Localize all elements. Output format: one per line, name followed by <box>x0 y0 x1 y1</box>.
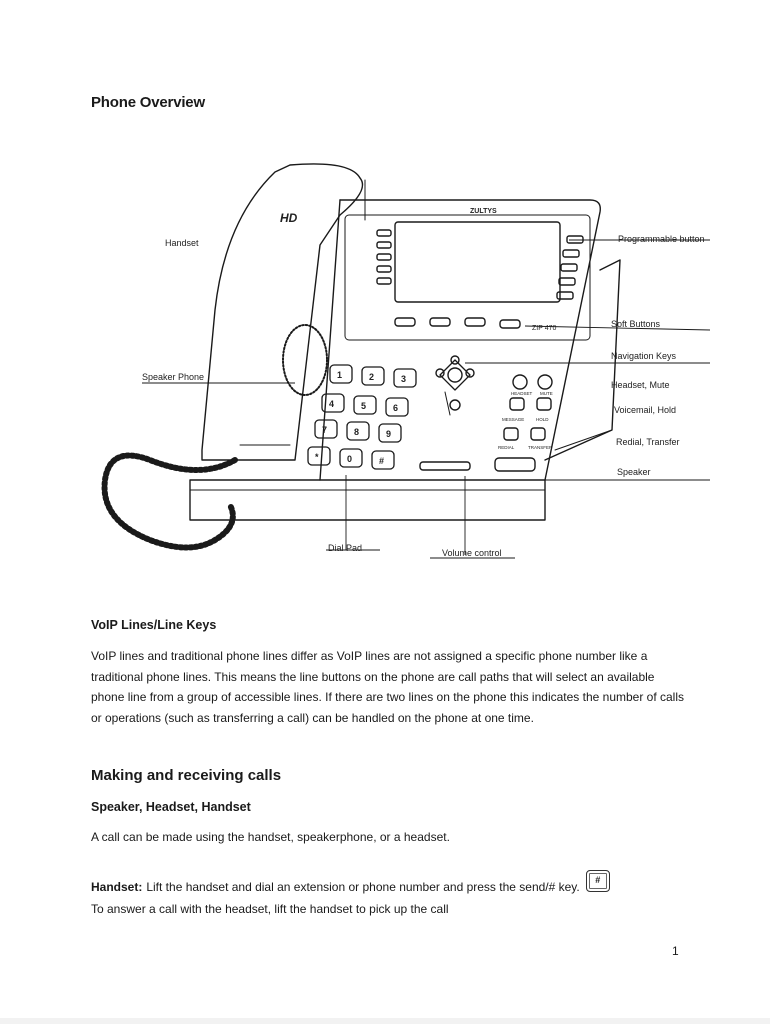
message-key-label: MESSAGE <box>502 417 524 422</box>
label-dial-pad: Dial Pad <box>328 543 362 553</box>
page-number: 1 <box>672 944 679 958</box>
dialpad-key-2: 2 <box>369 372 374 382</box>
handset-instruction-label: Handset: <box>91 880 143 894</box>
label-redial-transfer: Redial, Transfer <box>616 437 680 447</box>
send-key-icon: # <box>585 870 610 892</box>
headset-key-label: HEADSET <box>511 391 533 396</box>
dialpad-key-3: 3 <box>401 374 406 384</box>
label-speaker-phone: Speaker Phone <box>142 372 204 382</box>
hd-badge: HD <box>280 211 298 225</box>
label-programmable-button: Programmable button <box>618 234 705 244</box>
dialpad-key-5: 5 <box>361 401 366 411</box>
label-soft-buttons: Soft Buttons <box>611 319 661 329</box>
dialpad-key-0: 0 <box>347 454 352 464</box>
dialpad-key-1: 1 <box>337 370 342 380</box>
calls-heading: Making and receiving calls <box>91 767 282 784</box>
label-headset-mute: Headset, Mute <box>611 380 670 390</box>
label-volume-control: Volume control <box>442 548 502 558</box>
dialpad-key-4: 4 <box>329 399 334 409</box>
dialpad-key-hash: # <box>379 456 384 466</box>
calls-intro: A call can be made using the handset, sp… <box>91 830 450 844</box>
dialpad-key-6: 6 <box>393 403 398 413</box>
dialpad-key-8: 8 <box>354 427 359 437</box>
dialpad-key-9: 9 <box>386 429 391 439</box>
handset-instruction: Handset: Lift the handset and dial an ex… <box>91 870 610 894</box>
label-voicemail-hold: Voicemail, Hold <box>614 405 676 415</box>
label-handset: Handset <box>165 238 199 248</box>
dialpad-key-star: * <box>315 452 319 462</box>
calls-subheading: Speaker, Headset, Handset <box>91 800 251 814</box>
mute-key-label: MUTE <box>540 391 553 396</box>
voip-heading: VoIP Lines/Line Keys <box>91 618 217 632</box>
brand-logo: ZULTYS <box>470 208 497 215</box>
phone-diagram: 1 2 3 4 5 6 7 8 9 * 0 # ZULTYS ZIP 470 H… <box>90 160 720 565</box>
transfer-key-label: TRANSFER <box>528 445 553 450</box>
headset-instruction: To answer a call with the headset, lift … <box>91 902 449 916</box>
model-label: ZIP 470 <box>532 325 556 332</box>
page-title: Phone Overview <box>91 94 205 111</box>
dialpad-key-7: 7 <box>322 425 327 435</box>
label-navigation-keys: Navigation Keys <box>611 351 677 361</box>
handset-instruction-text: Lift the handset and dial an extension o… <box>146 880 580 894</box>
redial-key-label: REDIAL <box>498 445 515 450</box>
voip-paragraph: VoIP lines and traditional phone lines d… <box>91 649 685 725</box>
phone-illustration: 1 2 3 4 5 6 7 8 9 * 0 # ZULTYS ZIP 470 H… <box>101 163 711 559</box>
label-speaker: Speaker <box>617 467 651 477</box>
hold-key-label: HOLD <box>536 417 549 422</box>
page-bottom-bar <box>0 1018 770 1024</box>
